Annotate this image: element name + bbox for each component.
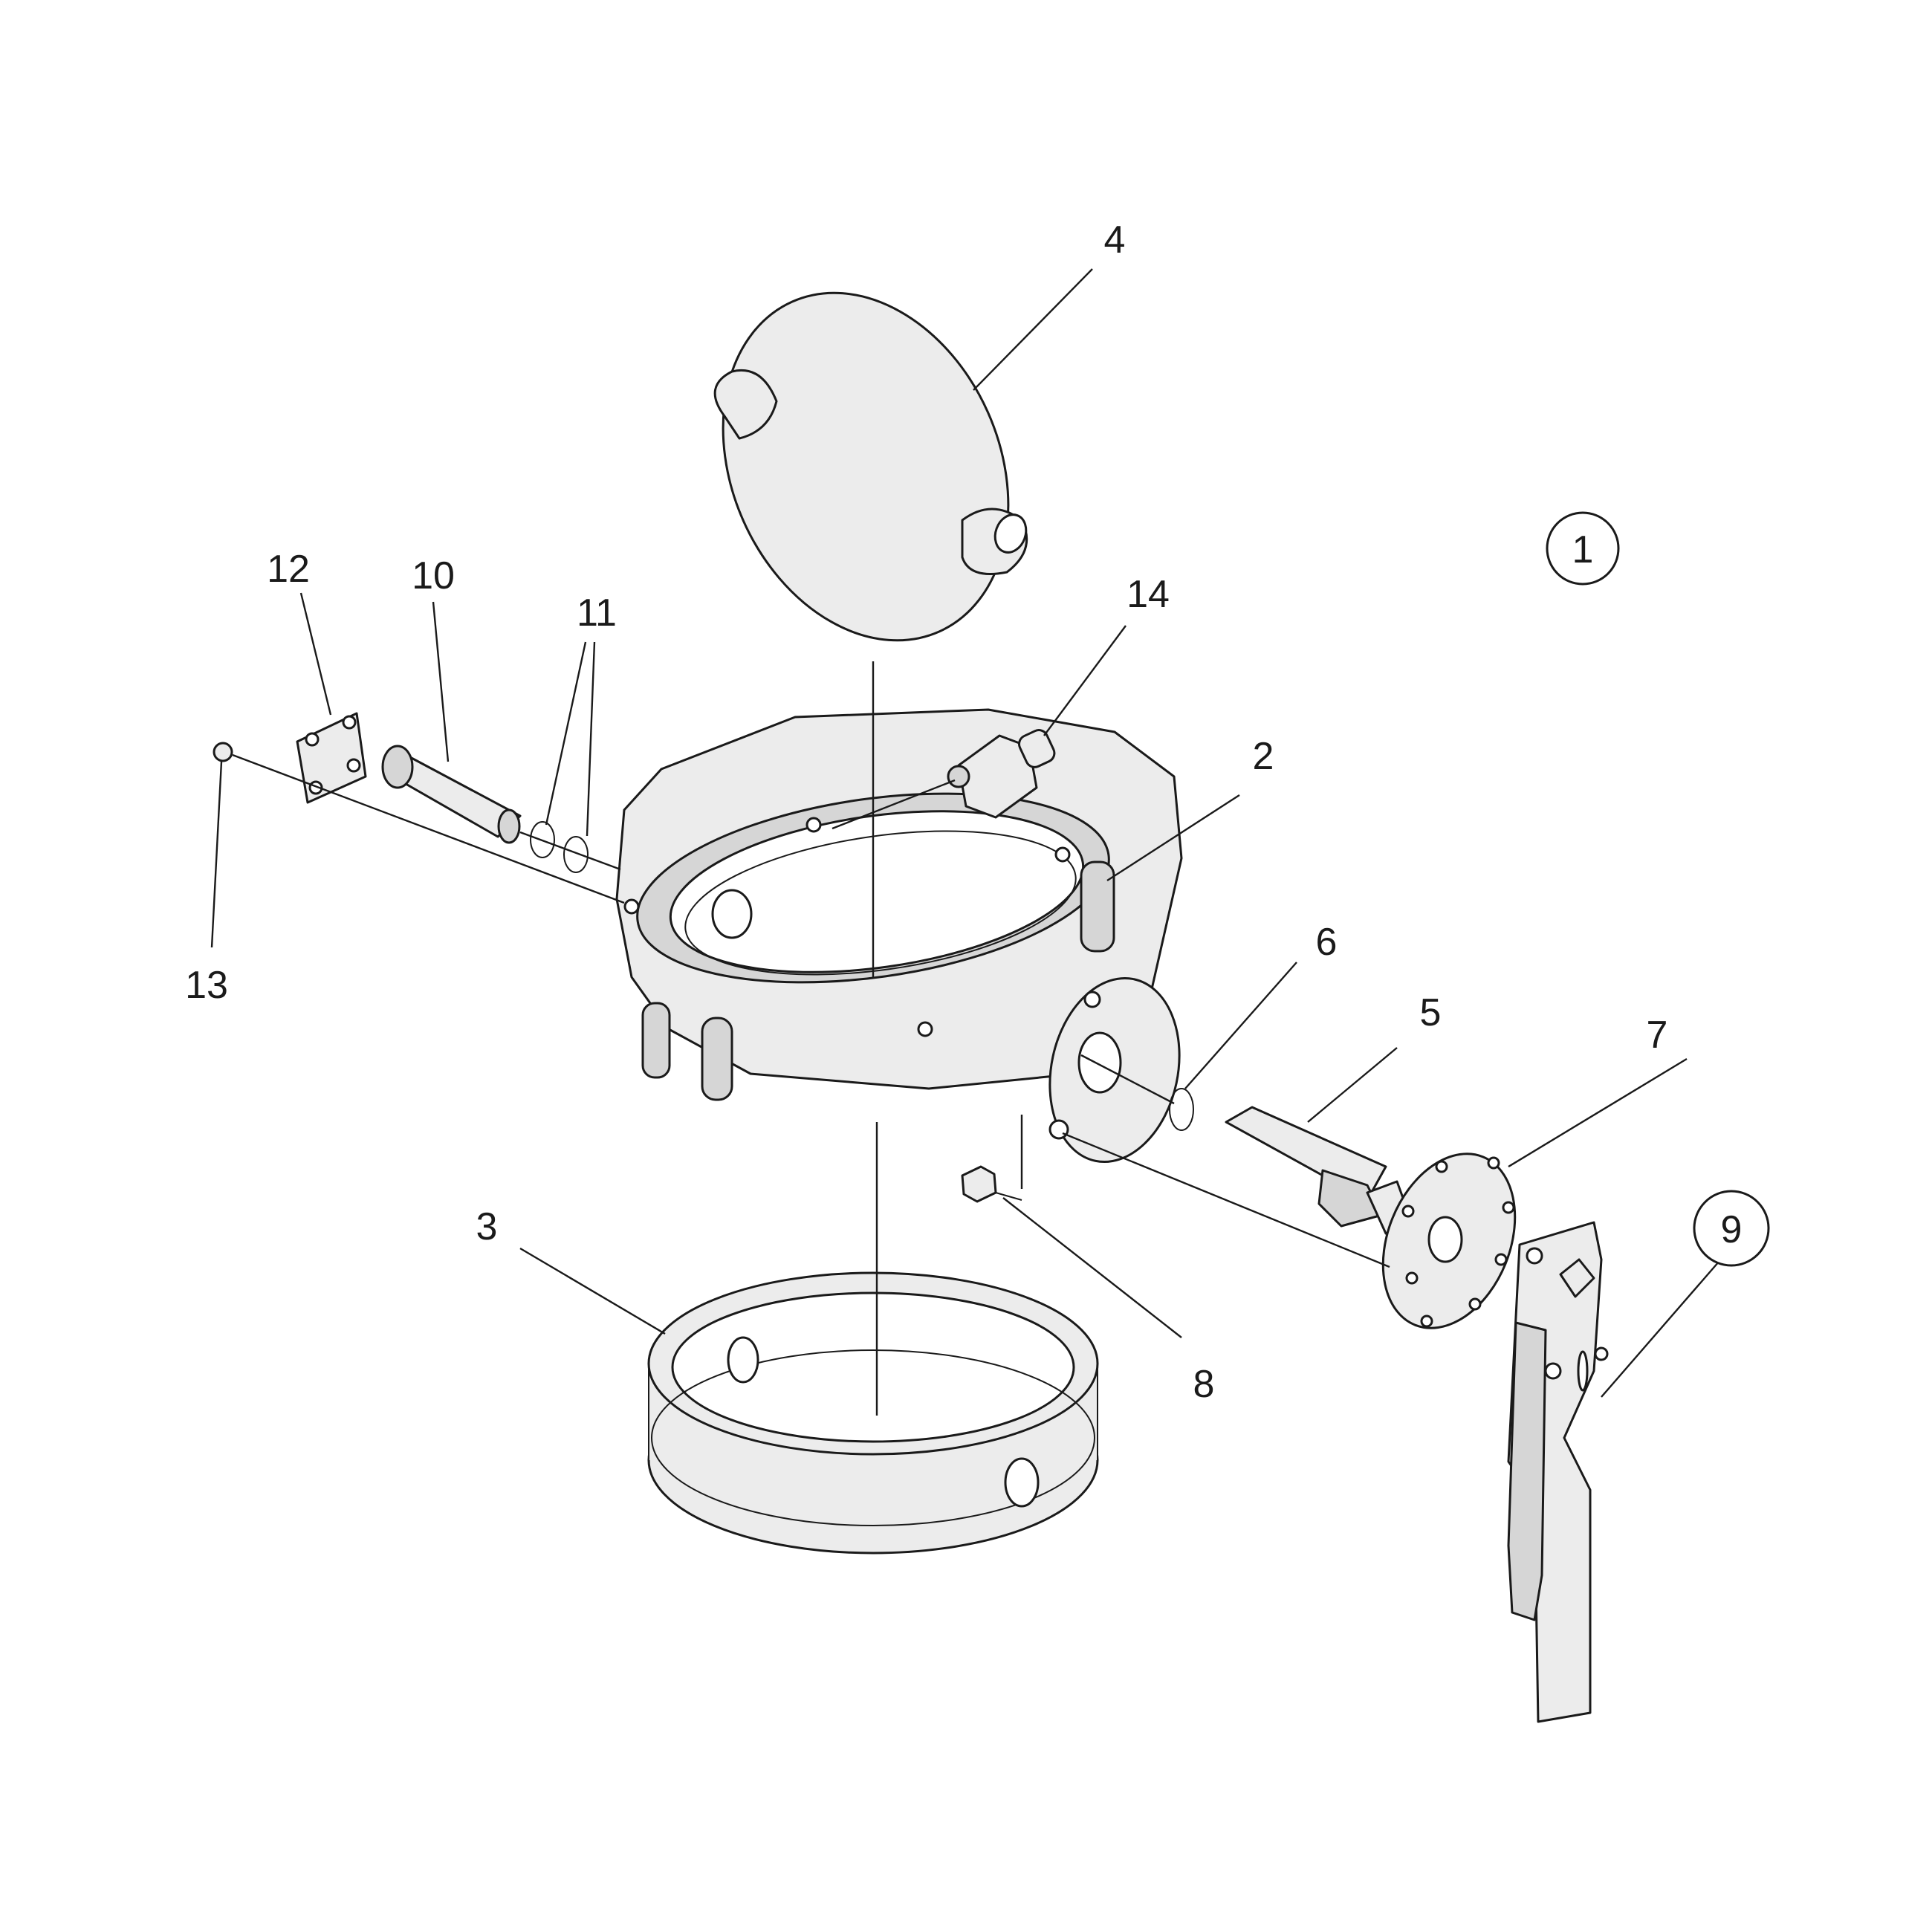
callout-1-badge: [1546, 511, 1620, 586]
part-handle: [1507, 1221, 1609, 1723]
part-drive-shaft: [1225, 1106, 1413, 1235]
part-upper-shaft: [381, 745, 522, 844]
part-seat-ring: [647, 1271, 1099, 1555]
callout-6: 6: [1316, 921, 1338, 964]
callout-3: 3: [476, 1205, 498, 1248]
part-screw-13: [213, 742, 233, 762]
callout-leaders: [210, 268, 1725, 1398]
part-cover-plate: [296, 712, 367, 804]
part-o-rings: [530, 821, 589, 873]
callout-12: 12: [267, 548, 310, 591]
part-o-ring-6: [1169, 1088, 1194, 1131]
callout-9: 9: [1721, 1208, 1743, 1251]
callout-5: 5: [1420, 991, 1442, 1034]
part-disc: [713, 291, 1028, 642]
callout-4: 4: [1104, 218, 1126, 262]
callout-2: 2: [1253, 735, 1274, 778]
callout-7: 7: [1647, 1014, 1668, 1057]
callout-labels: 1 2 3 4 5 6 7 8 9 10 11 12 13 14: [185, 218, 1742, 1406]
part-valve-body: [615, 708, 1183, 1101]
callout-14: 14: [1127, 573, 1170, 616]
callout-badges: [1546, 511, 1770, 1267]
part-mounting-flange: [1381, 1153, 1517, 1329]
part-body-flange: [1048, 976, 1181, 1164]
callout-1: 1: [1572, 528, 1594, 571]
part-bolt: [961, 1165, 1022, 1203]
assembly-axis-lines: [232, 661, 1390, 1416]
callout-9-badge: [1693, 1190, 1770, 1267]
callout-11: 11: [577, 591, 617, 635]
callout-8: 8: [1193, 1363, 1215, 1406]
callout-10: 10: [412, 554, 455, 597]
callout-13: 13: [185, 964, 228, 1007]
